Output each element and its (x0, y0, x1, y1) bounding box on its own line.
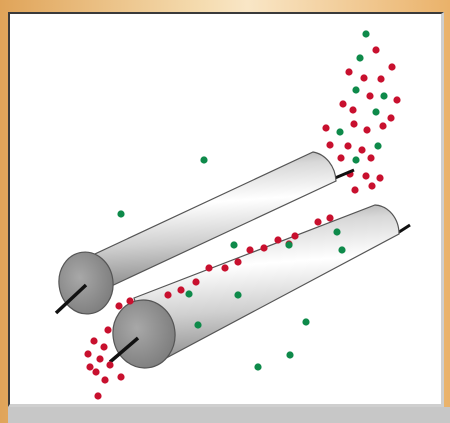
red-particle-back-6 (388, 63, 395, 70)
red-particle-front-26 (92, 368, 99, 375)
red-particle-back-31 (368, 182, 375, 189)
green-particle-front-18 (333, 228, 340, 235)
red-particle-back-22 (358, 146, 365, 153)
red-particle-back-29 (376, 174, 383, 181)
red-particle-front-5 (205, 264, 212, 271)
green-particle-back-13 (372, 108, 379, 115)
green-particle-front-17 (285, 241, 292, 248)
green-particle-front-35 (254, 363, 261, 370)
green-particle-front-31 (234, 291, 241, 298)
red-particle-back-10 (393, 96, 400, 103)
green-particle-back-23 (374, 142, 381, 149)
red-particle-front-29 (86, 363, 93, 370)
green-particle-back-34 (117, 210, 124, 217)
red-particle-back-19 (379, 122, 386, 129)
red-particle-back-20 (326, 141, 333, 148)
green-particle-back-16 (336, 128, 343, 135)
red-particle-front-9 (260, 244, 267, 251)
green-particle-back-0 (362, 30, 369, 37)
green-particle-back-7 (352, 86, 359, 93)
red-particle-back-14 (387, 114, 394, 121)
red-particle-front-2 (164, 291, 171, 298)
red-particle-back-24 (337, 154, 344, 161)
red-particle-front-23 (84, 350, 91, 357)
red-particle-back-17 (350, 120, 357, 127)
green-particle-front-19 (338, 246, 345, 253)
red-particle-front-4 (192, 278, 199, 285)
red-particle-back-15 (322, 124, 329, 131)
green-particle-front-32 (194, 321, 201, 328)
red-particle-back-26 (367, 154, 374, 161)
red-particle-front-14 (326, 214, 333, 221)
green-particle-front-15 (185, 290, 192, 297)
red-particle-front-0 (115, 302, 122, 309)
red-particle-front-24 (96, 355, 103, 362)
red-particle-back-21 (344, 142, 351, 149)
red-particle-front-27 (101, 376, 108, 383)
red-particle-front-1 (126, 297, 133, 304)
red-particle-front-13 (314, 218, 321, 225)
red-particle-back-3 (345, 68, 352, 75)
red-particle-front-20 (104, 326, 111, 333)
red-particle-front-22 (100, 343, 107, 350)
green-particle-back-2 (356, 54, 363, 61)
green-particle-back-9 (380, 92, 387, 99)
green-particle-back-25 (352, 156, 359, 163)
red-particle-back-5 (377, 75, 384, 82)
green-particle-back-32 (200, 156, 207, 163)
red-particle-front-6 (221, 264, 228, 271)
red-particle-front-25 (106, 361, 113, 368)
red-particle-front-8 (246, 246, 253, 253)
red-particle-front-3 (177, 286, 184, 293)
green-particle-front-33 (302, 318, 309, 325)
red-particle-back-8 (366, 92, 373, 99)
red-particle-back-18 (363, 126, 370, 133)
red-particle-back-1 (372, 46, 379, 53)
red-particle-back-4 (360, 74, 367, 81)
green-particle-front-34 (286, 351, 293, 358)
red-particle-back-11 (339, 100, 346, 107)
green-particle-front-16 (230, 241, 237, 248)
red-particle-front-28 (117, 373, 124, 380)
red-particle-back-30 (351, 186, 358, 193)
red-particle-back-28 (362, 172, 369, 179)
red-particle-front-21 (90, 337, 97, 344)
red-particle-front-10 (274, 236, 281, 243)
red-particle-back-12 (349, 106, 356, 113)
red-particle-front-7 (234, 258, 241, 265)
red-particle-front-30 (94, 392, 101, 399)
red-particle-front-12 (291, 232, 298, 239)
